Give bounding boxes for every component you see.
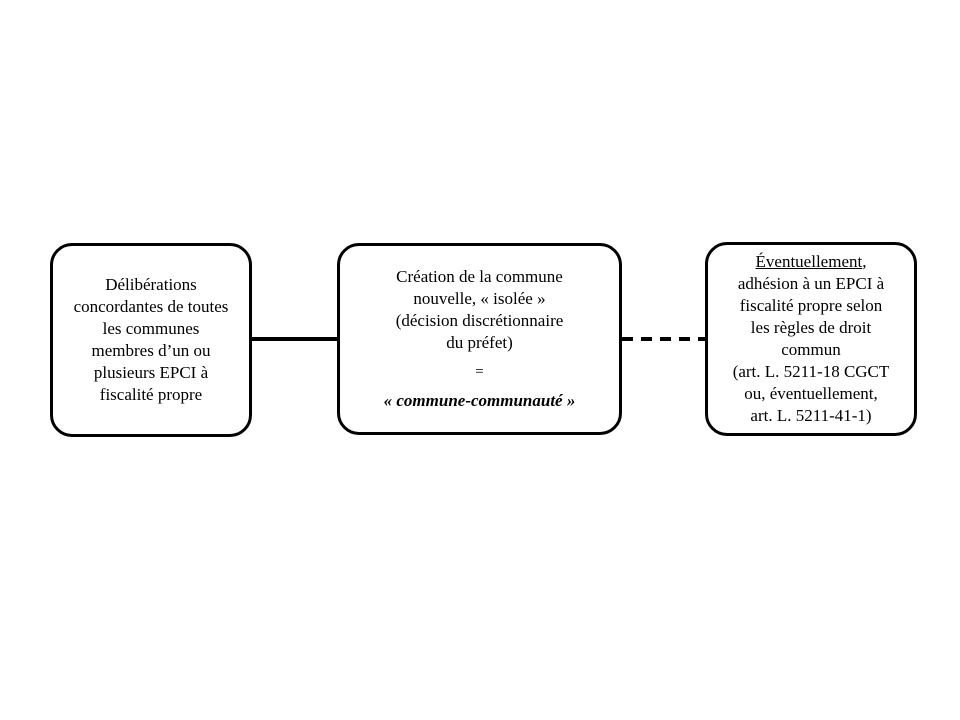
- connector-dashed-line: [622, 337, 705, 341]
- node-deliberations: Délibérations concordantes de toutes les…: [50, 243, 252, 437]
- node-deliberations-text: Délibérations concordantes de toutes les…: [73, 275, 229, 404]
- node-adhesion-underlined-word: Éventuellement: [755, 252, 863, 271]
- connector-solid-line: [252, 337, 337, 341]
- node-adhesion-first-line: Éventuellement,: [756, 251, 867, 273]
- node-adhesion-rest-text: adhésion à un EPCI à fiscalité propre se…: [732, 274, 890, 425]
- node-adhesion-epci: Éventuellement, adhésion à un EPCI à fis…: [705, 242, 917, 436]
- node-creation-emphasis-text: « commune-communauté »: [383, 391, 576, 410]
- node-creation-commune: Création de la commune nouvelle, « isolé…: [337, 243, 622, 435]
- node-creation-main-text: Création de la commune nouvelle, « isolé…: [395, 267, 564, 352]
- node-adhesion-comma: ,: [862, 252, 867, 271]
- equals-sign: =: [475, 364, 484, 380]
